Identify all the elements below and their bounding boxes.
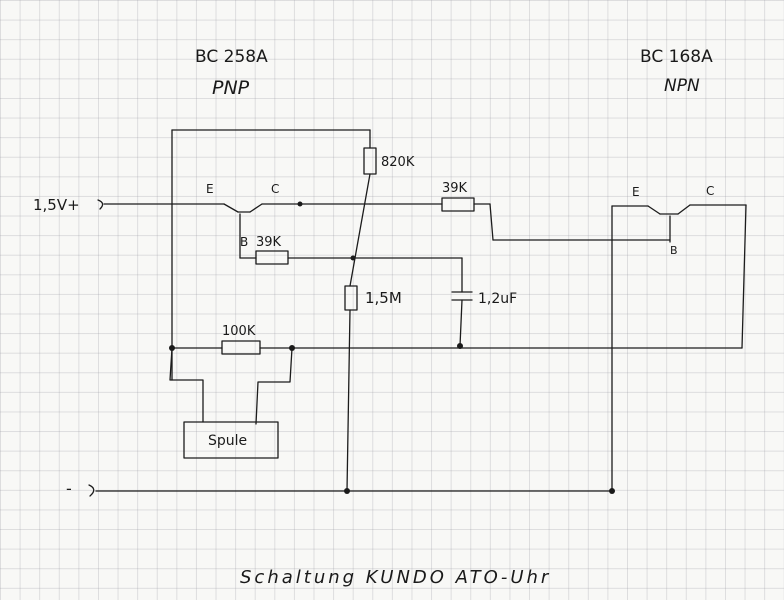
pnp-transistor [223,203,371,259]
schematic-caption: Schaltung KUNDO ATO-Uhr [240,567,551,588]
npn-type-label: NPN [664,76,700,96]
negative-terminal-symbol [88,484,95,497]
capacitor-label: 1,2uF [478,291,517,307]
coil-lead-left [169,347,204,423]
mid-vertical-wire [349,173,371,287]
coil-box [183,421,279,459]
resistor-39k-pnp [255,250,289,265]
npn-collector-label: C [706,184,714,198]
junction-dot [344,488,350,494]
npn-transistor [611,204,747,492]
mid-vertical-bottom [346,309,351,492]
junction-dot [297,201,303,207]
resistor-100k-label: 100K [222,324,256,339]
resistor-100k [221,340,261,355]
resistor-39k-pnp-label: 39K [256,235,282,250]
pnp-part-number: BC 258A [195,47,268,67]
positive-terminal-symbol [97,199,104,210]
resistor-820k [363,147,377,175]
resistor-39k-npn-label: 39K [442,181,468,196]
coil-label: Spule [208,433,247,449]
pnp-collector-label: C [271,182,279,196]
capacitor-bottom-lead [459,299,463,347]
resistor-39k-npn [441,197,475,212]
wire-39k-down [489,203,494,241]
resistor-1m5 [344,285,358,311]
coil-lead-right [255,347,293,425]
junction-dot [609,488,615,494]
pnp-base-label: B [240,235,248,249]
supply-positive-label: 1,5V+ [33,196,80,214]
npn-emitter-label: E [632,185,640,199]
pnp-emitter-label: E [206,182,214,196]
npn-base-label: B [670,244,678,257]
resistor-820k-label: 820K [381,155,415,170]
npn-part-number: BC 168A [640,47,713,67]
resistor-1m5-label: 1,5M [365,289,402,307]
pnp-type-label: PNP [212,77,250,99]
supply-negative-label: - [66,479,72,498]
